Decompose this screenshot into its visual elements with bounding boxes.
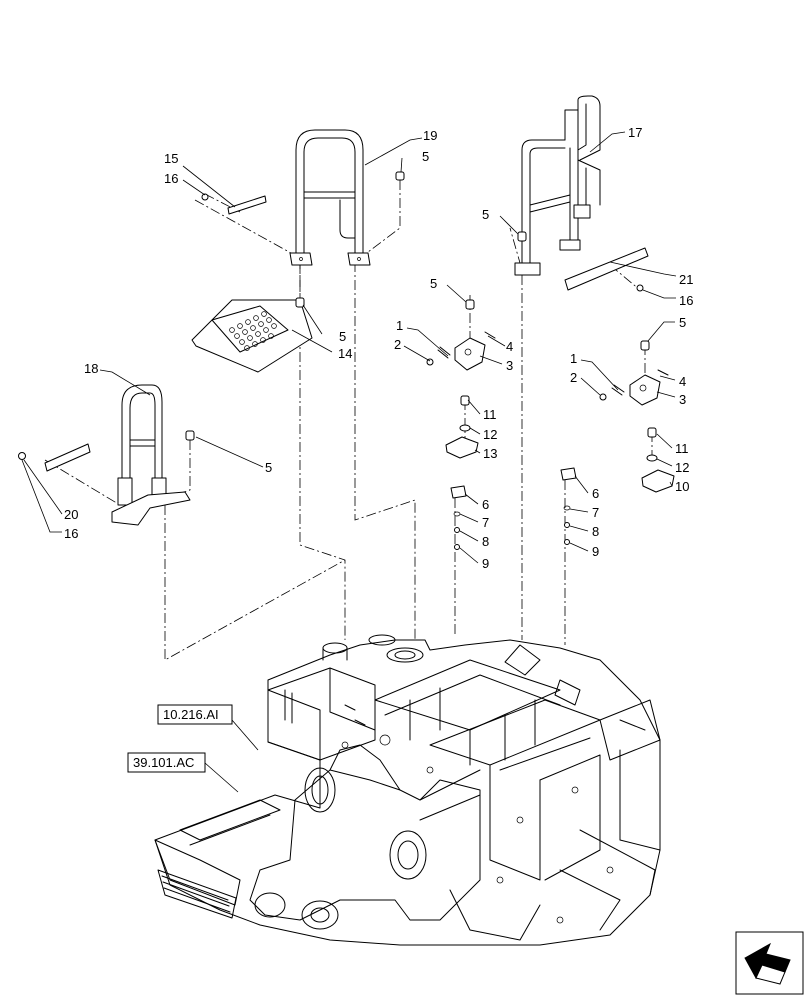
handrail-17 bbox=[514, 95, 601, 276]
callout-14: 14 bbox=[338, 346, 352, 361]
plate-21 bbox=[564, 247, 649, 291]
callout-5: 5 bbox=[422, 149, 429, 164]
reference-label: 39.101.AC bbox=[133, 755, 194, 770]
callout-10: 10 bbox=[675, 479, 689, 494]
machine-frame bbox=[154, 634, 661, 946]
callout-4: 4 bbox=[679, 374, 686, 389]
handrail-18 bbox=[111, 384, 191, 526]
leader-lines bbox=[21, 131, 677, 793]
callout-17: 17 bbox=[628, 125, 642, 140]
callout-6: 6 bbox=[482, 497, 489, 512]
callout-21: 21 bbox=[679, 272, 693, 287]
bolt-5-top bbox=[395, 171, 405, 181]
callout-8: 8 bbox=[482, 534, 489, 549]
callout-1: 1 bbox=[570, 351, 577, 366]
bolt-16-right bbox=[636, 284, 644, 292]
view-direction-arrow-icon bbox=[735, 931, 804, 995]
latch-assembly-right bbox=[599, 340, 669, 406]
bolt-5-left bbox=[185, 430, 195, 441]
callout-18: 18 bbox=[84, 361, 98, 376]
stack-left bbox=[450, 485, 467, 550]
callout-5: 5 bbox=[679, 315, 686, 330]
callout-11: 11 bbox=[675, 441, 689, 456]
bolt-16-top bbox=[201, 193, 209, 201]
handrail-19 bbox=[289, 129, 371, 266]
callout-3: 3 bbox=[506, 358, 513, 373]
callout-5: 5 bbox=[430, 276, 437, 291]
callout-15: 15 bbox=[164, 151, 178, 166]
callout-6: 6 bbox=[592, 486, 599, 501]
callout-5: 5 bbox=[265, 460, 272, 475]
callout-20: 20 bbox=[64, 507, 78, 522]
bracket-10 bbox=[641, 427, 675, 493]
stack-right bbox=[560, 467, 577, 545]
bolt-5-right-top bbox=[517, 231, 527, 242]
latch-assembly-left bbox=[426, 299, 496, 371]
callout-16: 16 bbox=[164, 171, 178, 186]
reference-box-39-101-ac[interactable]: 39.101.AC bbox=[127, 752, 206, 773]
callout-9: 9 bbox=[592, 544, 599, 559]
callout-11: 11 bbox=[483, 407, 497, 422]
callout-19: 19 bbox=[423, 128, 437, 143]
callout-9: 9 bbox=[482, 556, 489, 571]
callout-16: 16 bbox=[64, 526, 78, 541]
assembly-lines bbox=[44, 180, 653, 661]
callout-7: 7 bbox=[592, 505, 599, 520]
callout-2: 2 bbox=[570, 370, 577, 385]
callout-7: 7 bbox=[482, 515, 489, 530]
callout-16: 16 bbox=[679, 293, 693, 308]
floor-plate-14 bbox=[191, 299, 313, 373]
callout-5: 5 bbox=[339, 329, 346, 344]
callout-8: 8 bbox=[592, 524, 599, 539]
callout-2: 2 bbox=[394, 337, 401, 352]
bracket-13 bbox=[445, 395, 479, 459]
callout-12: 12 bbox=[675, 460, 689, 475]
plate-15 bbox=[227, 195, 267, 215]
callout-13: 13 bbox=[483, 446, 497, 461]
bolt-16-left bbox=[18, 452, 26, 460]
callout-labels: 15 16 19 5 17 5 21 16 5 5 14 1 2 4 3 5 1… bbox=[64, 125, 693, 571]
callout-1: 1 bbox=[396, 318, 403, 333]
callout-4: 4 bbox=[506, 339, 513, 354]
bolt-5-plate bbox=[295, 297, 305, 308]
callout-5: 5 bbox=[482, 207, 489, 222]
reference-box-10-216-ai[interactable]: 10.216.AI bbox=[157, 704, 233, 725]
callout-3: 3 bbox=[679, 392, 686, 407]
plate-20 bbox=[44, 443, 91, 472]
reference-label: 10.216.AI bbox=[163, 707, 219, 722]
callout-12: 12 bbox=[483, 427, 497, 442]
